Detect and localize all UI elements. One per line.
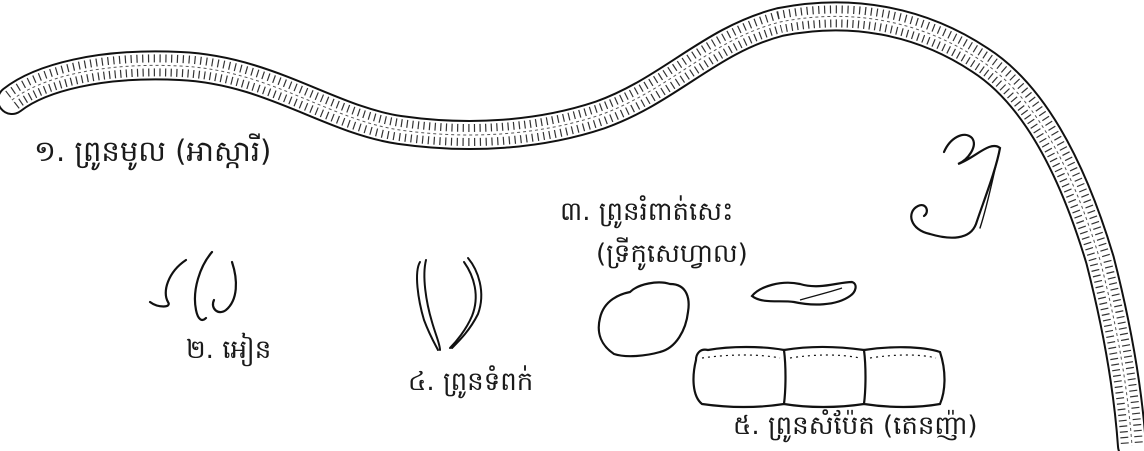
leaf-segment-illustration [752, 282, 856, 304]
tapeworm-label-line1: ៣. ព្រូនរំពាត់សេះ [560, 198, 733, 227]
threadworm-label: ៥. ព្រូនសំប៉ែត (តេនញ៉ា) [733, 412, 978, 441]
tapeworm-segment-illustration [599, 282, 689, 356]
pinworm-illustration [417, 258, 481, 350]
tapeworm-label-line2: (ទ្រីកូសេហ្វាល) [596, 240, 748, 269]
roundworm-label: ១. ព្រូនមូល (អាស្ការី) [34, 136, 271, 168]
tapeworm-chain-illustration [694, 347, 945, 407]
roundworm-illustration [12, 16, 1132, 446]
pinworm-label: ៤. ព្រូនទំពក់ [408, 368, 533, 397]
hookworm-label: ២. អៀន [186, 336, 271, 365]
hookworm-illustration [150, 252, 236, 320]
whipworm-illustration [911, 135, 1000, 238]
